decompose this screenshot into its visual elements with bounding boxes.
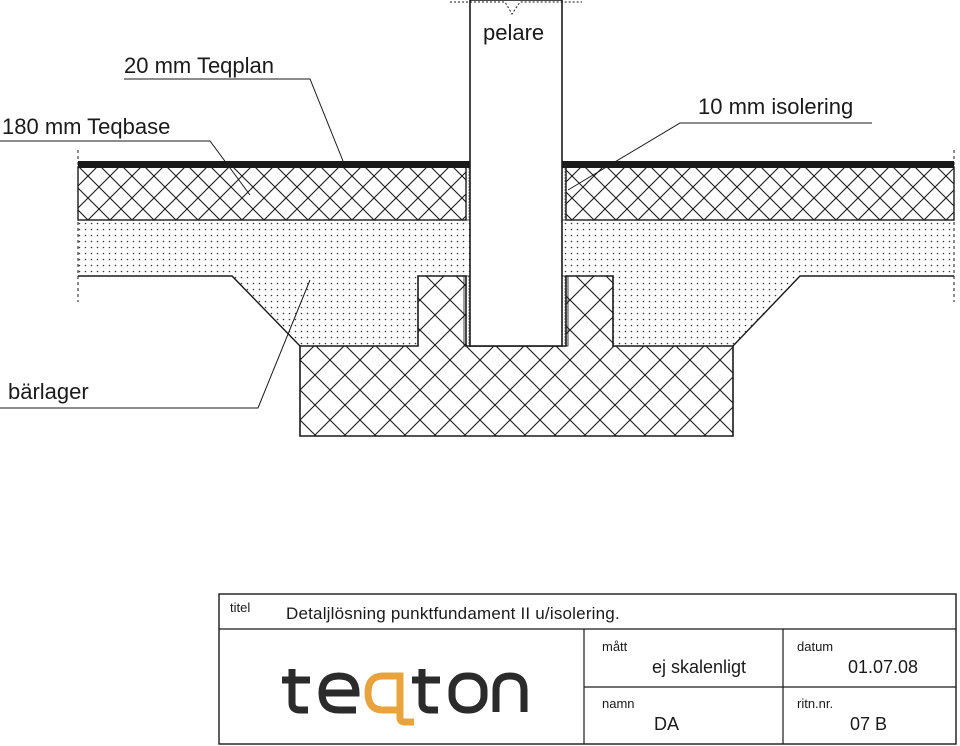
barlager-label: bärlager: [8, 379, 89, 404]
isolering-label: 10 mm isolering: [698, 94, 853, 119]
pelare-label: pelare: [483, 20, 544, 45]
ritnr-caption: ritn.nr.: [797, 696, 833, 711]
barlager-left: [78, 220, 470, 346]
barlager-right: [562, 220, 954, 346]
teqbase-leader: [0, 140, 251, 196]
column-break-mark: [450, 1, 582, 15]
teqbase-left: [77, 166, 467, 221]
teqbase-right: [565, 166, 955, 221]
title-block: titel Detaljlösning punktfundament II u/…: [218, 593, 957, 745]
datum-caption: datum: [797, 639, 833, 654]
ritnr-value: 07 B: [850, 714, 887, 734]
drawing-title: Detaljlösning punktfundament II u/isoler…: [286, 604, 620, 623]
teqplan-leader: [124, 78, 344, 162]
teqton-logo: [282, 669, 528, 726]
isolering-right-lower: [561, 275, 569, 347]
teqplan-label: 20 mm Teqplan: [124, 53, 274, 78]
barlager-outline: [78, 275, 954, 347]
teqplan-right: [562, 161, 954, 168]
matt-value: ej skalenligt: [652, 657, 746, 677]
matt-caption: mått: [602, 639, 628, 654]
pelare-column: [469, 0, 563, 347]
isolering-left-lower: [463, 275, 471, 347]
teqplan-left: [78, 161, 470, 168]
namn-caption: namn: [602, 696, 635, 711]
isolering-leader: [567, 122, 872, 191]
barlager-leader: [0, 279, 311, 409]
datum-value: 01.07.08: [848, 657, 918, 677]
titel-caption: titel: [230, 600, 250, 615]
namn-value: DA: [654, 714, 679, 734]
teqbase-label: 180 mm Teqbase: [2, 114, 170, 139]
